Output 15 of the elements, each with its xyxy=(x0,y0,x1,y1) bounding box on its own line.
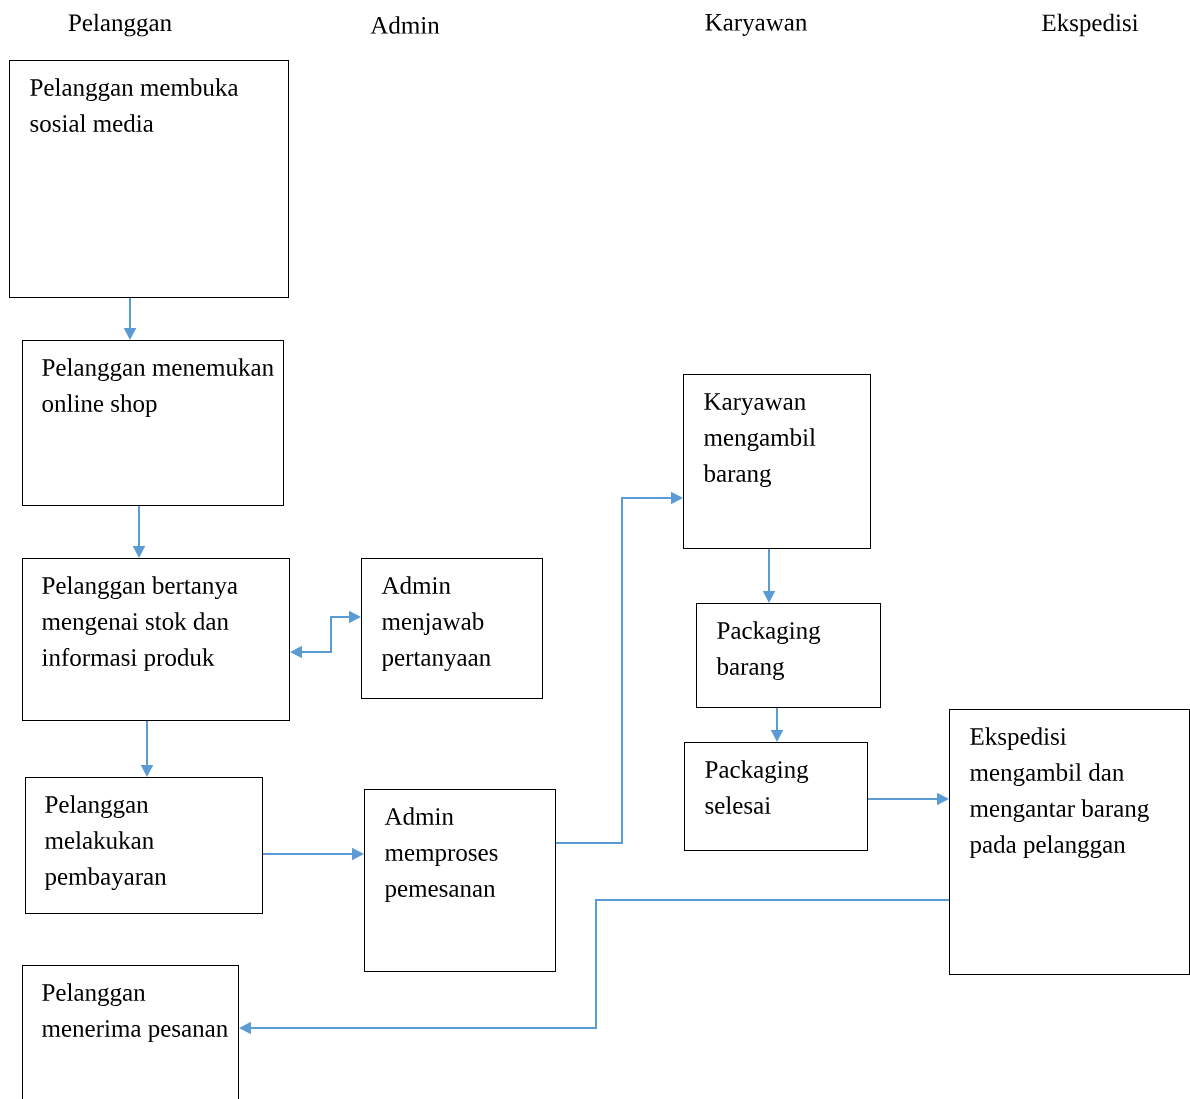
process-box: Pelanggan menemukan online shop xyxy=(22,340,284,506)
process-box: Pelanggan membuka sosial media xyxy=(9,60,289,298)
process-box: Pelanggan bertanya mengenai stok dan informasi produk xyxy=(22,558,290,721)
column-heading: Pelanggan xyxy=(68,13,172,37)
column-heading: Karyawan xyxy=(705,14,807,36)
process-box: Packaging selesai xyxy=(684,742,868,851)
process-box: Ekspedisi mengambil dan mengantar barang pada pelanggan xyxy=(949,709,1190,975)
process-box: Karyawan mengambil barang xyxy=(683,374,871,549)
process-box: Admin memproses pemesanan xyxy=(364,789,556,972)
process-box: Pelanggan melakukan pembayaran xyxy=(25,777,263,914)
process-box: Admin menjawab pertanyaan xyxy=(361,558,543,699)
process-box: Packaging barang xyxy=(696,603,881,708)
column-heading: Ekspedisi xyxy=(1042,13,1139,37)
column-heading: Admin xyxy=(370,16,440,34)
process-box: Pelanggan menerima pesanan xyxy=(22,965,239,1099)
